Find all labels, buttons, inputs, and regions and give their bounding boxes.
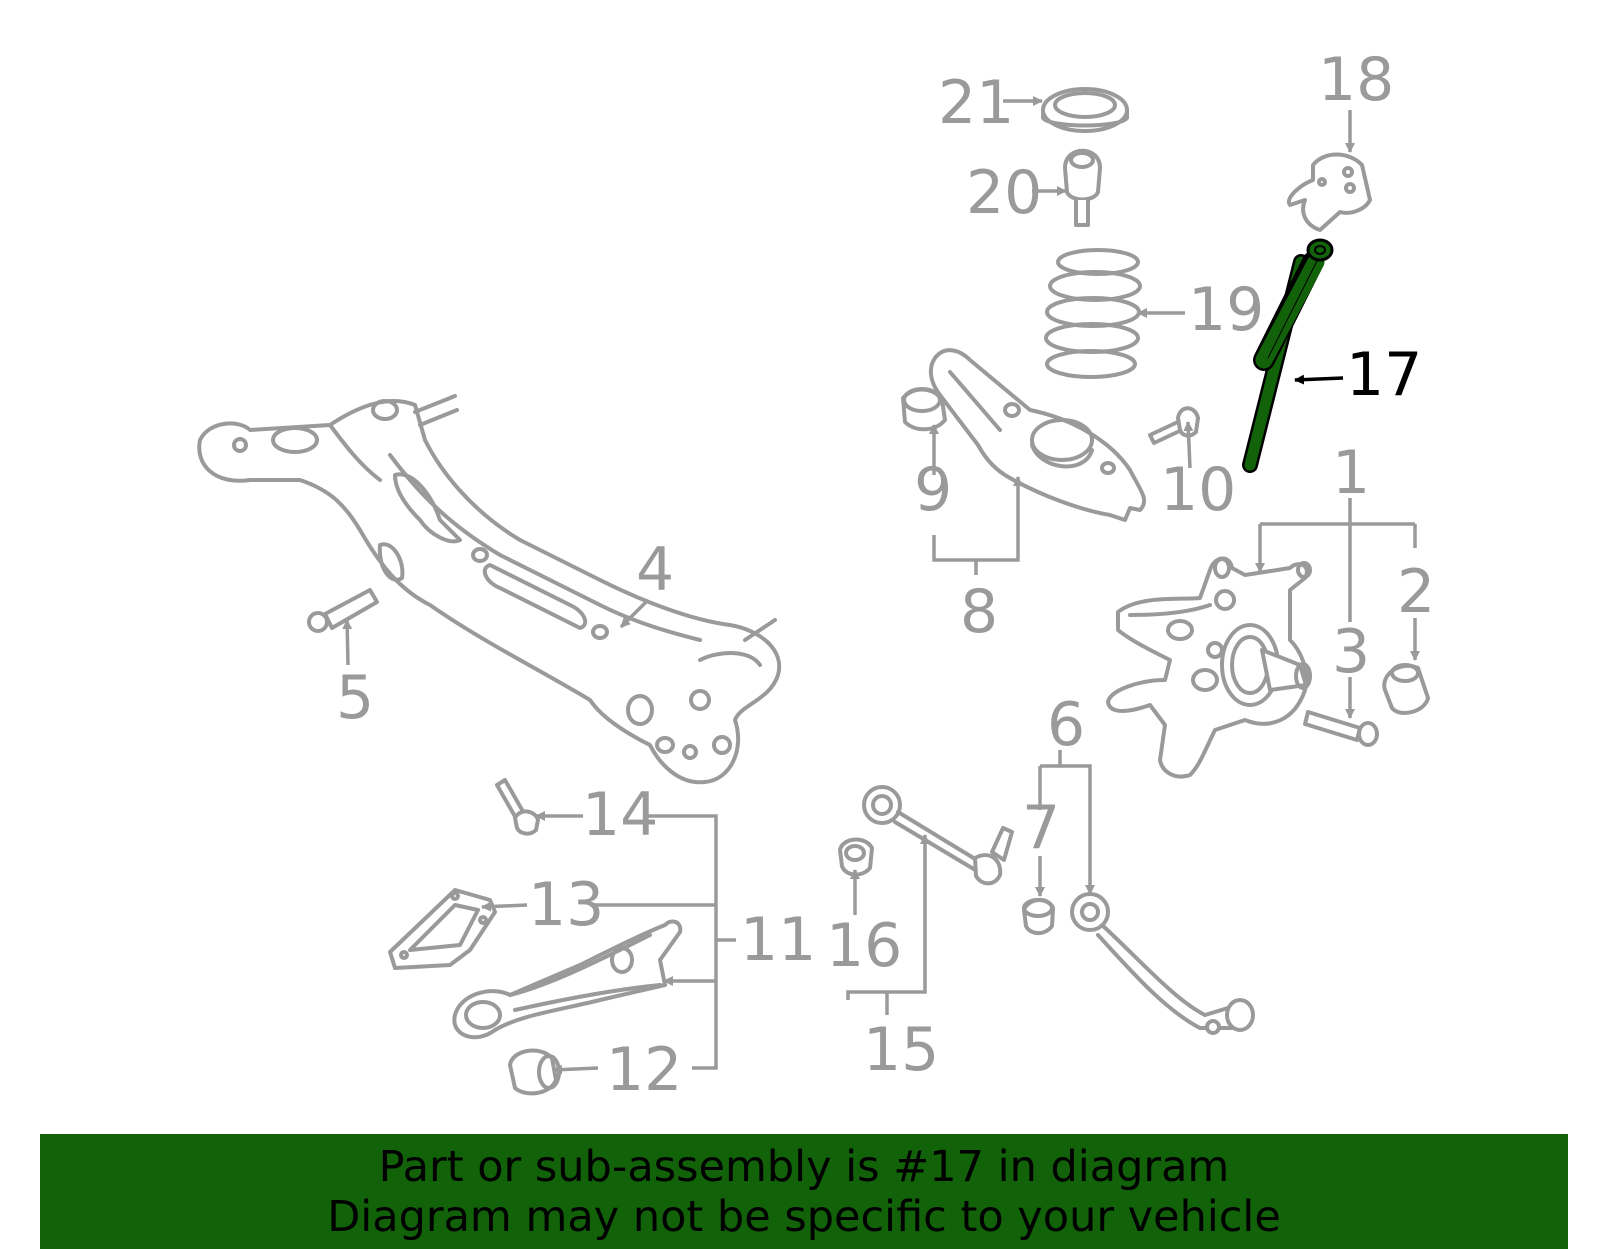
bushing-part-2[interactable] [1382, 663, 1430, 715]
callout-19[interactable]: 19 [1188, 275, 1264, 345]
bolt-part-10[interactable] [1148, 406, 1200, 445]
subframe-part-4[interactable] [197, 394, 782, 785]
banner-line-1: Part or sub-assembly is #17 in diagram [378, 1142, 1230, 1192]
callout-12[interactable]: 12 [606, 1035, 682, 1105]
callout-7[interactable]: 7 [1022, 793, 1060, 863]
callout-5[interactable]: 5 [336, 663, 374, 733]
callout-17[interactable]: 17 [1346, 340, 1422, 410]
link-part-6[interactable] [1070, 892, 1255, 1035]
callout-15[interactable]: 15 [863, 1015, 939, 1085]
bushing-part-12[interactable] [508, 1048, 561, 1096]
shock-mount-part-18[interactable] [1287, 152, 1372, 232]
callout-2[interactable]: 2 [1397, 557, 1435, 627]
bolt-part-5[interactable] [307, 588, 379, 633]
callout-4[interactable]: 4 [636, 535, 674, 605]
spring-seat-part-21[interactable] [1041, 87, 1129, 133]
info-banner: Part or sub-assembly is #17 in diagram D… [40, 1134, 1568, 1249]
callout-10[interactable]: 10 [1160, 455, 1236, 525]
bump-stop-part-20[interactable] [1063, 148, 1102, 227]
leader-lines [342, 96, 1420, 1075]
callout-numbers: 21 20 18 19 17 9 8 10 1 2 3 4 5 6 7 16 1… [336, 45, 1435, 1105]
bushing-part-16[interactable] [838, 837, 874, 877]
shock-absorber-part-17[interactable] [1242, 238, 1334, 473]
callout-8[interactable]: 8 [960, 577, 998, 647]
control-arm-part-8[interactable] [928, 348, 1147, 522]
knuckle-part-1[interactable] [1106, 556, 1312, 779]
lateral-link-part-15[interactable] [862, 785, 1014, 886]
callout-14[interactable]: 14 [582, 780, 658, 850]
bushing-part-7[interactable] [1022, 898, 1055, 936]
bolt-part-14[interactable] [495, 778, 540, 836]
callout-9[interactable]: 9 [914, 455, 952, 525]
callout-18[interactable]: 18 [1318, 45, 1394, 115]
coil-spring-part-19[interactable] [1044, 248, 1142, 379]
callout-16[interactable]: 16 [826, 911, 902, 981]
callout-20[interactable]: 20 [966, 158, 1042, 228]
banner-line-2: Diagram may not be specific to your vehi… [327, 1192, 1281, 1242]
bolt-part-3[interactable] [1303, 710, 1379, 747]
callout-21[interactable]: 21 [938, 68, 1014, 138]
callout-13[interactable]: 13 [528, 870, 604, 940]
callout-11[interactable]: 11 [740, 905, 816, 975]
lower-arm-part-11[interactable] [452, 919, 683, 1040]
callout-1[interactable]: 1 [1332, 438, 1370, 508]
callout-3[interactable]: 3 [1332, 617, 1370, 687]
bushing-part-9[interactable] [901, 387, 947, 432]
bracket-part-13[interactable] [388, 888, 497, 970]
callout-6[interactable]: 6 [1047, 690, 1085, 760]
